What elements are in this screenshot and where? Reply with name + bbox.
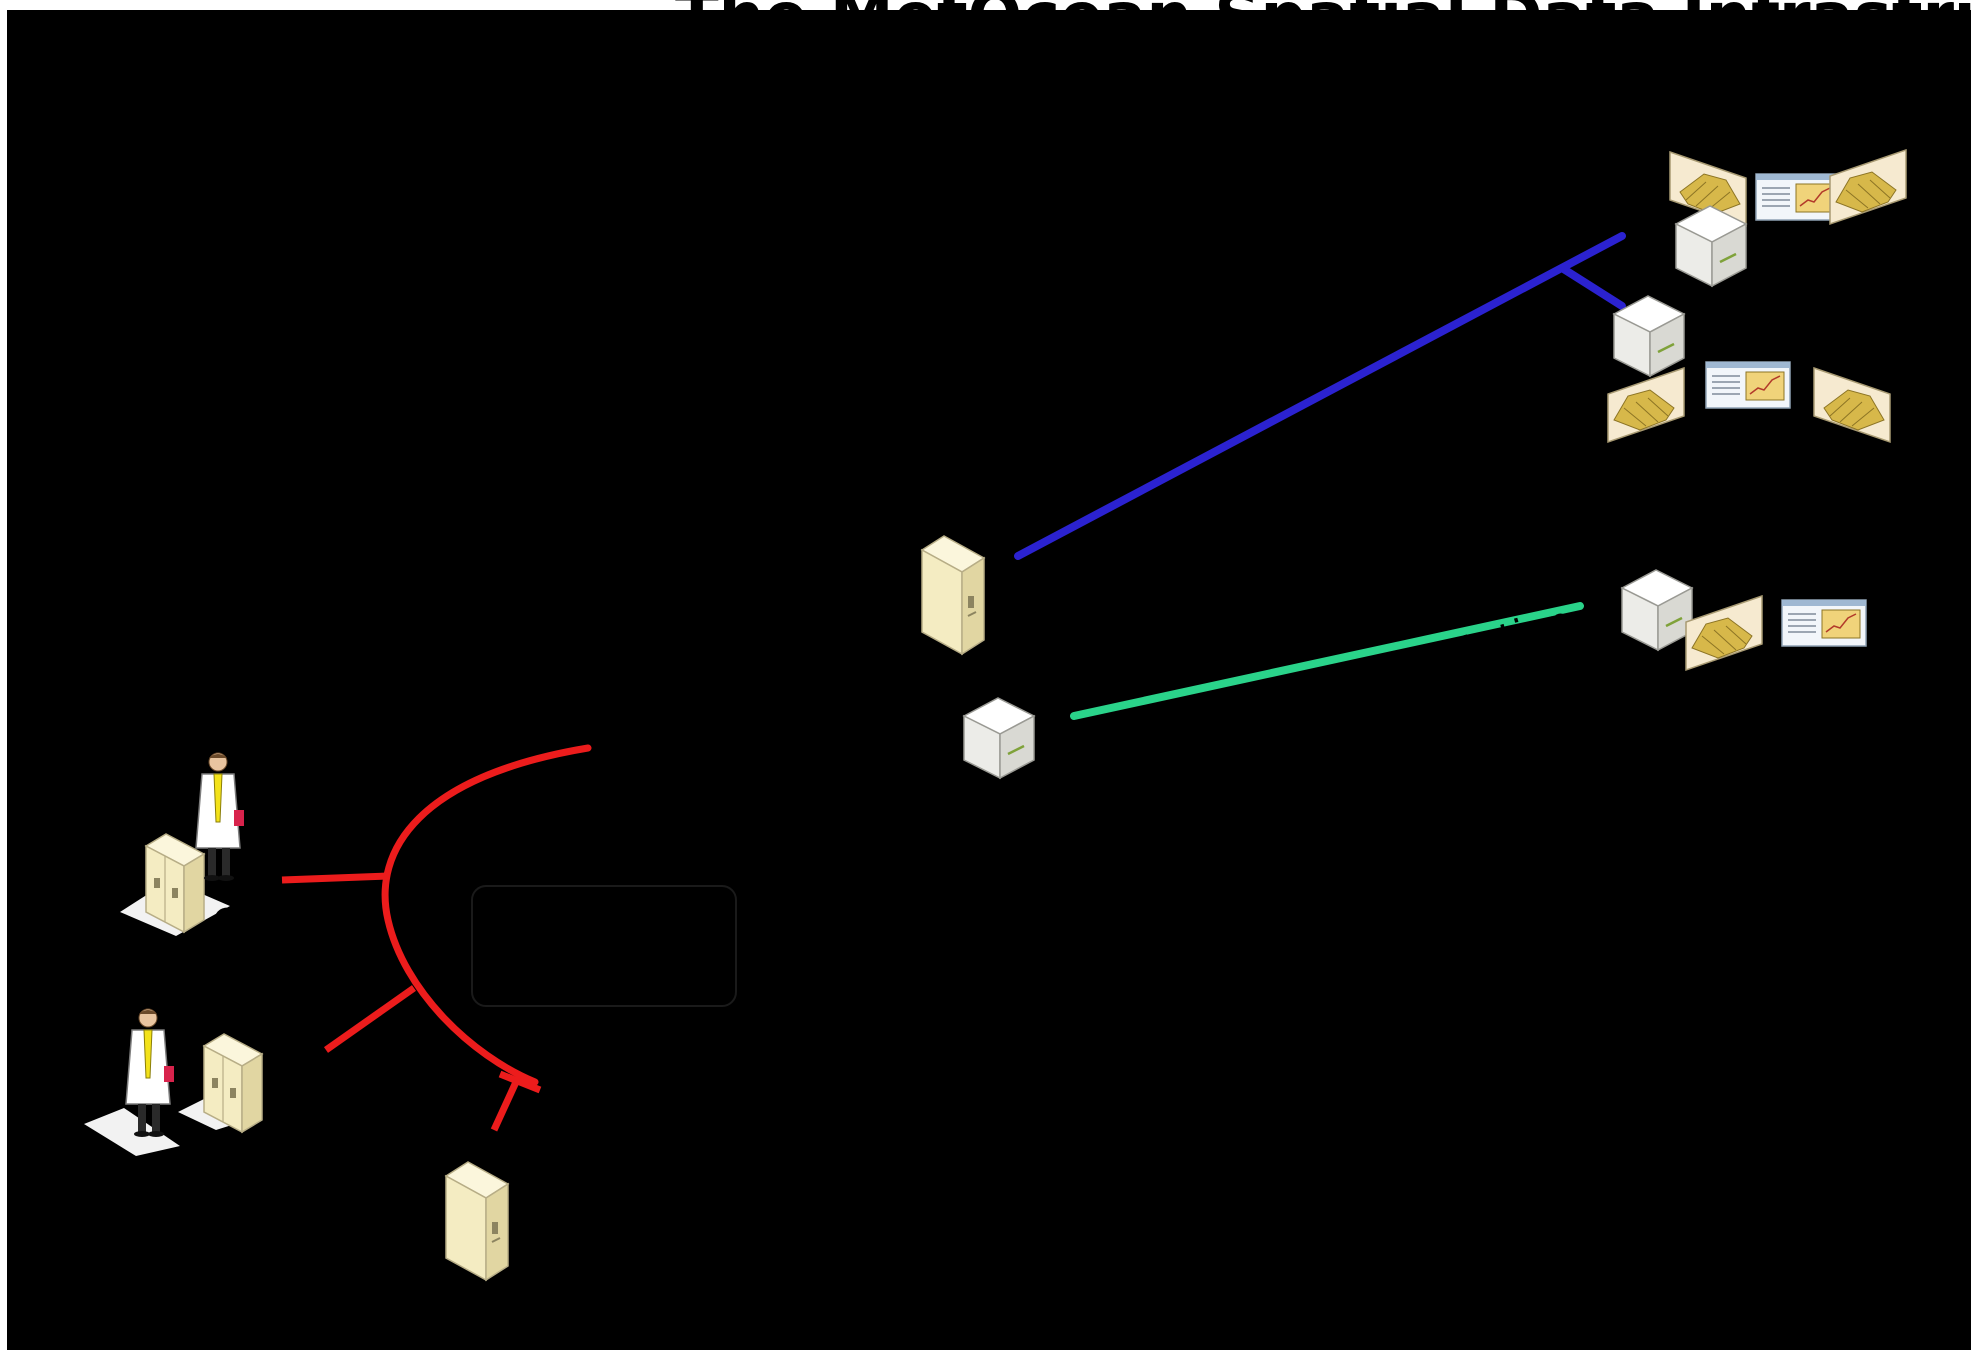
ensemble-link-cap — [498, 1070, 542, 1094]
client-chart-1-icon — [1755, 173, 1841, 221]
numerical-prediction-box — [471, 885, 737, 1007]
gcm-bottom-rack-icon — [203, 1033, 263, 1133]
workstation-chart-icon — [1781, 599, 1867, 647]
opendap-workstation-link — [1070, 602, 1584, 720]
client-server-1-icon — [1674, 204, 1748, 288]
ensemble-server-icon — [445, 1161, 509, 1281]
mainframe-client-link — [1014, 232, 1626, 560]
client-chart-2-icon — [1705, 361, 1791, 409]
opendap-server-icon — [962, 696, 1036, 780]
ensemble-label-line2: Generation — [236, 1265, 448, 1309]
workstation-server-icon — [1620, 568, 1694, 652]
prediction-arc — [381, 744, 592, 1086]
gcm-top-label: GCM — [212, 901, 301, 945]
client-server-2-icon — [1612, 294, 1686, 378]
numerical-prediction-line2: Prediction — [486, 946, 726, 1002]
ensemble-label-line1: Ensemble — [234, 1215, 420, 1259]
gcm-bottom-link — [323, 985, 417, 1053]
background-panel — [7, 10, 1971, 1350]
ensemble-link — [490, 1080, 520, 1132]
diagram-title: The MetOcean Spatial Data Infrastructure — [675, 0, 1971, 54]
client-branch-link — [1558, 264, 1626, 310]
gcm-bottom-floor — [84, 1108, 180, 1156]
gcm-bottom-label: GCM — [192, 1137, 281, 1181]
mainframe-server-icon — [921, 535, 985, 655]
numerical-prediction-line1: Numerical — [486, 892, 731, 948]
gcm-top-link — [281, 872, 389, 884]
